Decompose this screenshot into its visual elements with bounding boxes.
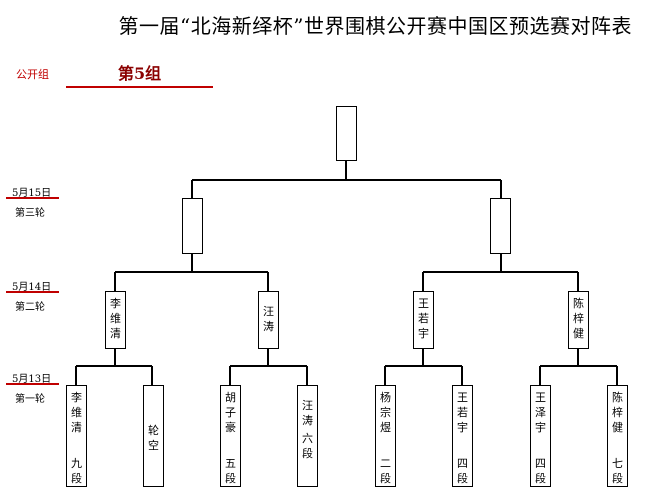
round2-date: 5月14日 bbox=[12, 282, 52, 293]
round3-slot-2 bbox=[490, 198, 511, 254]
round1-rank-6: 四段 bbox=[457, 457, 468, 485]
group-name: 第5组 bbox=[118, 64, 162, 83]
round1-name-2: 轮空 bbox=[148, 424, 159, 452]
group-category-label: 公开组 bbox=[16, 68, 49, 81]
round1-date: 5月13日 bbox=[12, 374, 52, 385]
round2-name-2: 汪涛 bbox=[263, 305, 274, 333]
round1-slot-7: 王泽宇 四段 bbox=[530, 385, 551, 487]
round2-name-4: 陈梓健 bbox=[573, 297, 584, 340]
group-underline bbox=[66, 86, 213, 88]
round3-divider bbox=[6, 197, 59, 199]
round3-label: 第三轮 bbox=[15, 208, 45, 219]
round2-label: 第二轮 bbox=[15, 302, 45, 313]
round3-slot-1 bbox=[182, 198, 203, 254]
round2-slot-2: 汪涛 bbox=[258, 291, 279, 349]
round1-rank-1: 九段 bbox=[71, 457, 82, 485]
round1-name-8: 陈梓健 bbox=[612, 391, 623, 434]
round1-name-1: 李维清 bbox=[71, 391, 82, 434]
round1-name-7: 王泽宇 bbox=[535, 391, 546, 434]
round1-rank-3: 五段 bbox=[225, 457, 236, 485]
round2-slot-4: 陈梓健 bbox=[568, 291, 589, 349]
round1-divider bbox=[6, 383, 59, 385]
round2-name-1: 李维清 bbox=[110, 297, 121, 340]
page-title: 第一届“北海新绎杯”世界围棋公开赛中国区预选赛对阵表 bbox=[118, 14, 632, 38]
round1-slot-3: 胡子豪 五段 bbox=[220, 385, 241, 487]
round3-date: 5月15日 bbox=[12, 188, 52, 199]
round1-name-4: 汪涛 bbox=[302, 399, 313, 427]
round1-slot-6: 王若宇 四段 bbox=[452, 385, 473, 487]
round1-rank-7: 四段 bbox=[535, 457, 546, 485]
round1-slot-5: 杨宗煜 二段 bbox=[375, 385, 396, 487]
round1-slot-8: 陈梓健 七段 bbox=[607, 385, 628, 487]
final-slot bbox=[336, 106, 357, 161]
round2-name-3: 王若宇 bbox=[418, 297, 429, 340]
round1-slot-1: 李维清 九段 bbox=[66, 385, 87, 487]
round2-slot-1: 李维清 bbox=[105, 291, 126, 349]
round1-rank-5: 二段 bbox=[380, 457, 391, 485]
round2-divider bbox=[6, 291, 59, 293]
round1-slot-4: 汪涛 六段 bbox=[297, 385, 318, 487]
round1-name-3: 胡子豪 bbox=[225, 391, 236, 434]
round1-slot-2: 轮空 bbox=[143, 385, 164, 487]
round2-slot-3: 王若宇 bbox=[413, 291, 434, 349]
round1-name-5: 杨宗煜 bbox=[380, 391, 391, 434]
round1-label: 第一轮 bbox=[15, 394, 45, 405]
round1-rank-8: 七段 bbox=[612, 457, 623, 485]
round1-name-6: 王若宇 bbox=[457, 391, 468, 434]
round1-rank-4: 六段 bbox=[302, 432, 313, 460]
